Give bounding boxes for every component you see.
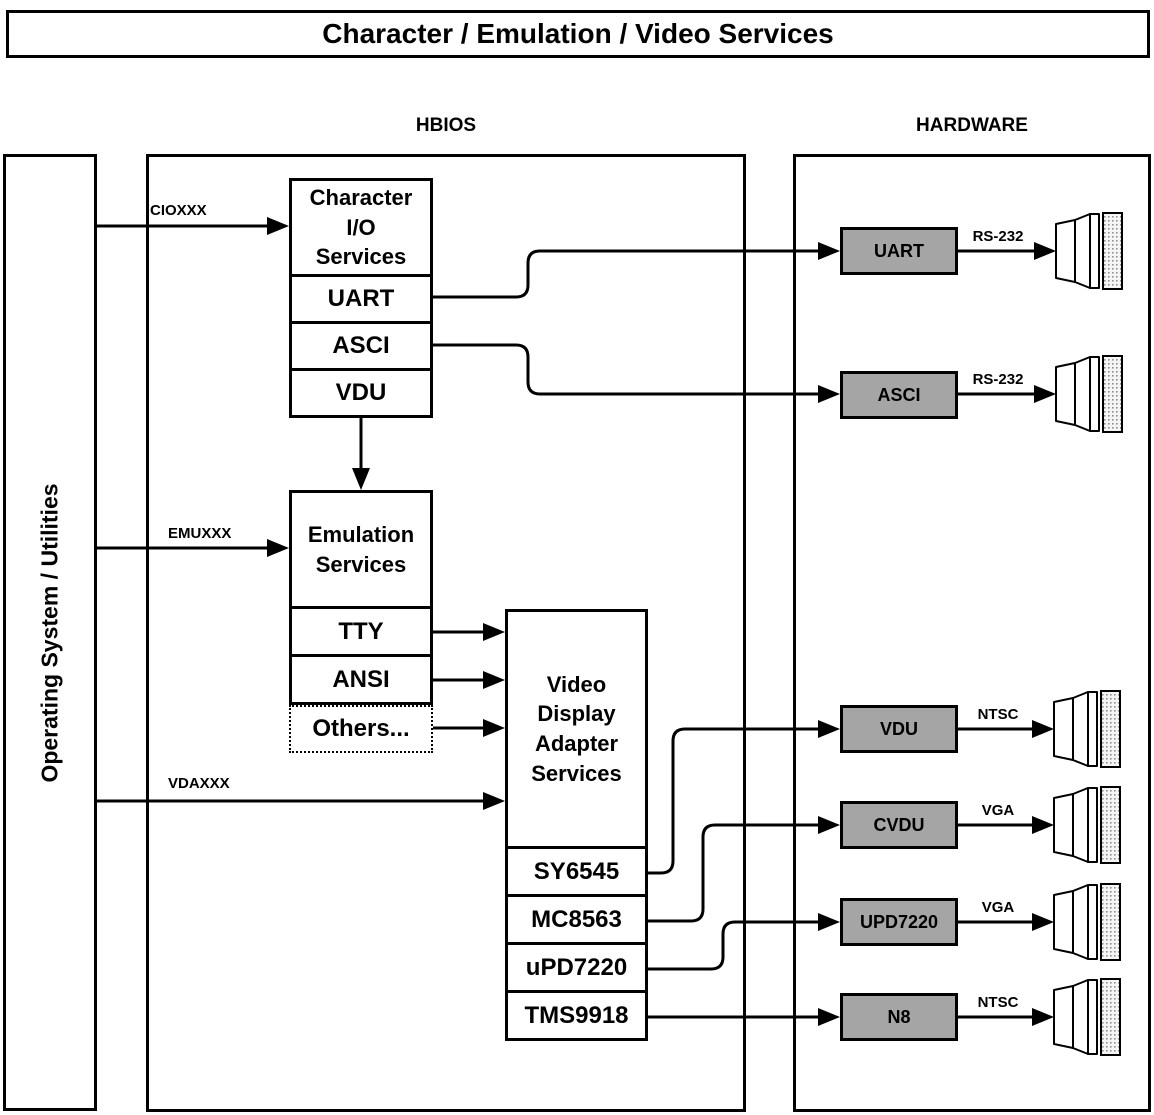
- connector-plug-icon-asci: [1055, 355, 1123, 433]
- arrowhead-cioxxx: [267, 217, 289, 235]
- emulation-row-others: Others...: [289, 705, 433, 753]
- hw-vdu-box: VDU: [840, 705, 958, 753]
- vda-row-upd7220: uPD7220: [508, 942, 645, 990]
- hw-vdu-label: VDU: [879, 718, 918, 739]
- char-io-row-vdu: VDU: [292, 368, 430, 415]
- hw-asci-label: ASCI: [877, 384, 921, 405]
- arrowhead-hw-asci-to-plug: [1034, 385, 1056, 403]
- line-upd7220-to-hw: [648, 920, 820, 971]
- arrowhead-vdaxxx: [483, 792, 505, 810]
- emulation-services-box: Emulation Services TTY ANSI: [289, 490, 433, 705]
- hw-cvdu-box: CVDU: [840, 801, 958, 849]
- char-io-services-box: Character I/O Services UART ASCI VDU: [289, 178, 433, 418]
- diagram-title: Character / Emulation / Video Services: [322, 18, 834, 49]
- diagram-title-box: Character / Emulation / Video Services: [6, 10, 1150, 58]
- hw-n8-label: N8: [887, 1006, 911, 1027]
- flow-label-vdaxxx: VDAXXX: [168, 775, 230, 792]
- char-io-row-uart: UART: [292, 274, 430, 321]
- arrowhead-mc8563-to-cvdu: [818, 816, 840, 834]
- line-uart-to-hw: [433, 249, 820, 299]
- line-asci-to-hw: [433, 343, 820, 396]
- hw-asci-box: ASCI: [840, 371, 958, 419]
- hw-cvdu-label: CVDU: [873, 814, 925, 835]
- flow-label-cioxxx: CIOXXX: [150, 202, 207, 219]
- connector-plug-icon-n8: [1053, 978, 1121, 1056]
- char-io-services-title: Character I/O Services: [309, 184, 413, 270]
- bus-label-rs232-uart: RS-232: [972, 228, 1024, 245]
- bus-label-ntsc-n8: NTSC: [977, 994, 1019, 1011]
- hbios-section-label: HBIOS: [415, 115, 477, 136]
- bus-label-vga-upd7220: VGA: [981, 899, 1015, 916]
- vda-services-box: Video Display Adapter Services SY6545 MC…: [505, 609, 648, 1041]
- arrowhead-tms9918-to-n8: [818, 1008, 840, 1026]
- bus-label-vga-cvdu: VGA: [981, 802, 1015, 819]
- line-mc8563-to-cvdu: [648, 823, 820, 923]
- vda-services-title: Video Display Adapter Services: [531, 671, 622, 786]
- arrowhead-others-to-vda: [483, 719, 505, 737]
- operating-system-box: Operating System / Utilities: [3, 154, 97, 1111]
- arrowhead-upd7220-to-hw: [818, 913, 840, 931]
- arrowhead-asci-to-hw: [818, 385, 840, 403]
- arrowhead-ansi-to-vda: [483, 671, 505, 689]
- connector-plug-icon-uart: [1055, 212, 1123, 290]
- line-sy6545-to-vdu: [648, 727, 820, 875]
- bus-label-ntsc-vdu: NTSC: [977, 706, 1019, 723]
- hw-uart-box: UART: [840, 227, 958, 275]
- arrowhead-hw-upd7220-to-plug: [1032, 913, 1054, 931]
- connector-plug-icon-cvdu: [1053, 786, 1121, 864]
- arrowhead-chario-to-emulation: [352, 468, 370, 490]
- emulation-row-tty: TTY: [292, 606, 430, 654]
- vda-row-tms9918: TMS9918: [508, 990, 645, 1038]
- arrowhead-hw-n8-to-plug: [1032, 1008, 1054, 1026]
- connector-plug-icon-upd7220: [1053, 883, 1121, 961]
- hw-upd7220-label: UPD7220: [859, 911, 939, 932]
- char-io-row-asci: ASCI: [292, 321, 430, 368]
- vda-row-mc8563: MC8563: [508, 894, 645, 942]
- arrowhead-emuxxx: [267, 539, 289, 557]
- hw-n8-box: N8: [840, 993, 958, 1041]
- arrowhead-hw-uart-to-plug: [1034, 242, 1056, 260]
- arrowhead-hw-vdu-to-plug: [1032, 720, 1054, 738]
- flow-label-emuxxx: EMUXXX: [168, 525, 232, 542]
- emulation-services-title: Emulation Services: [307, 521, 415, 577]
- arrowhead-hw-cvdu-to-plug: [1032, 816, 1054, 834]
- bus-label-rs232-asci: RS-232: [972, 371, 1024, 388]
- arrowhead-sy6545-to-vdu: [818, 720, 840, 738]
- arrowhead-tty-to-vda: [483, 623, 505, 641]
- hw-upd7220-box: UPD7220: [840, 898, 958, 946]
- connector-plug-icon-vdu: [1053, 690, 1121, 768]
- arrowhead-uart-to-hw: [818, 242, 840, 260]
- vda-row-sy6545: SY6545: [508, 846, 645, 894]
- hardware-section-label: HARDWARE: [916, 115, 1028, 136]
- hw-uart-label: UART: [874, 240, 924, 261]
- emulation-row-ansi: ANSI: [292, 654, 430, 702]
